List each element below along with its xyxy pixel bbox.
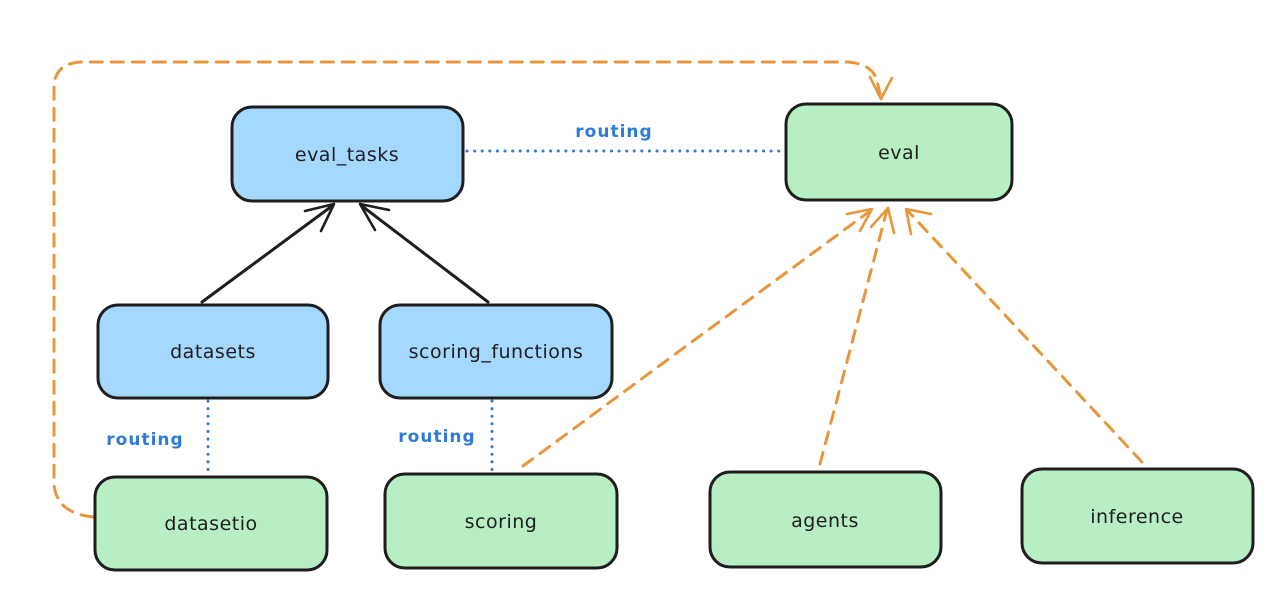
edge-scoring-functions-to-eval-tasks	[358, 202, 490, 304]
edge-inference-to-eval	[904, 207, 1144, 464]
edge-datasets-to-eval-tasks	[200, 202, 336, 304]
routing-label-top: routing	[575, 122, 652, 142]
node-datasets: datasets	[96, 303, 330, 400]
edge-agents-to-eval	[818, 206, 896, 466]
edge-scoring-functions-to-scoring: routing	[398, 399, 494, 472]
node-scoring-functions: scoring_functions	[378, 303, 614, 400]
arrowhead-orange-right	[904, 207, 933, 236]
edge-eval-tasks-to-eval: routing	[465, 122, 785, 153]
edge-scoring-to-eval	[521, 207, 874, 468]
node-eval-tasks: eval_tasks	[230, 105, 465, 203]
node-inference: inference	[1020, 467, 1255, 565]
arrowhead-orange-left	[845, 207, 874, 233]
arrowhead-orange-top	[868, 75, 894, 101]
node-label-datasetio: datasetio	[164, 513, 257, 535]
node-label-scoring: scoring	[465, 511, 538, 533]
routing-label-mid: routing	[398, 427, 475, 447]
edge-datasetio-to-eval	[52, 60, 894, 519]
node-label-inference: inference	[1090, 506, 1183, 528]
arrowhead-black-left	[303, 202, 336, 233]
node-datasetio: datasetio	[93, 475, 329, 572]
node-label-datasets: datasets	[170, 341, 256, 363]
arrowhead-black-right	[358, 202, 391, 232]
arrowhead-orange-mid	[869, 206, 896, 235]
node-label-eval-tasks: eval_tasks	[295, 144, 399, 166]
node-label-eval: eval	[878, 142, 920, 164]
node-agents: agents	[708, 470, 943, 569]
edge-datasets-to-datasetio: routing	[106, 399, 210, 476]
node-scoring: scoring	[383, 472, 619, 570]
node-label-scoring-functions: scoring_functions	[409, 341, 584, 363]
node-eval: eval	[784, 102, 1014, 202]
node-label-agents: agents	[791, 510, 859, 532]
routing-label-left: routing	[106, 430, 183, 450]
